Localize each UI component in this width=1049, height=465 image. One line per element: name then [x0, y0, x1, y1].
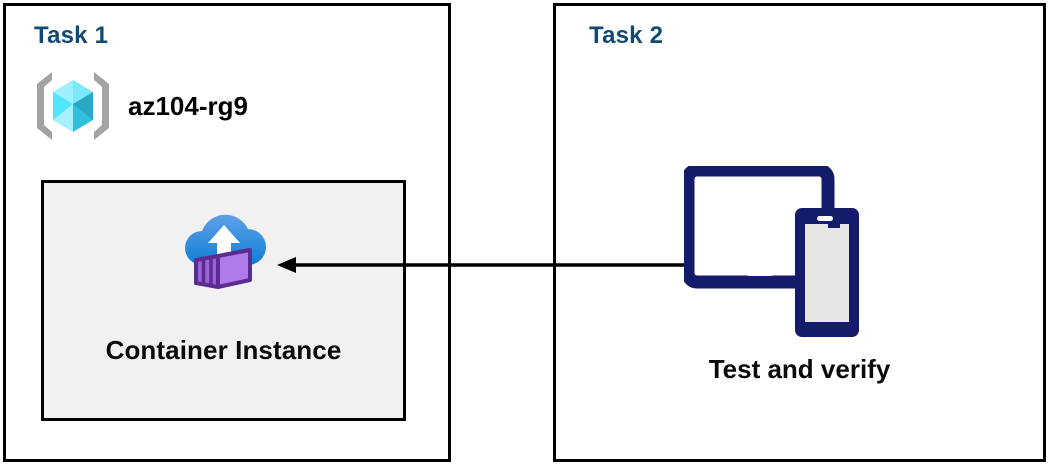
task-2-title: Task 2	[589, 22, 664, 49]
container-instance-label: Container Instance	[105, 335, 342, 365]
resource-group-label: az104-rg9	[128, 90, 248, 121]
panel-task-1: Task 1	[3, 3, 451, 462]
test-and-verify-label: Test and verify	[708, 354, 891, 384]
resource-group-icon	[34, 68, 112, 144]
task-1-title: Task 1	[34, 22, 109, 49]
panel-task-2: Task 2 Test and verify	[553, 3, 1046, 462]
container-instance-box: Container Instance	[41, 180, 406, 421]
resource-group-row: az104-rg9	[34, 68, 248, 144]
container-instance-icon	[178, 183, 270, 291]
